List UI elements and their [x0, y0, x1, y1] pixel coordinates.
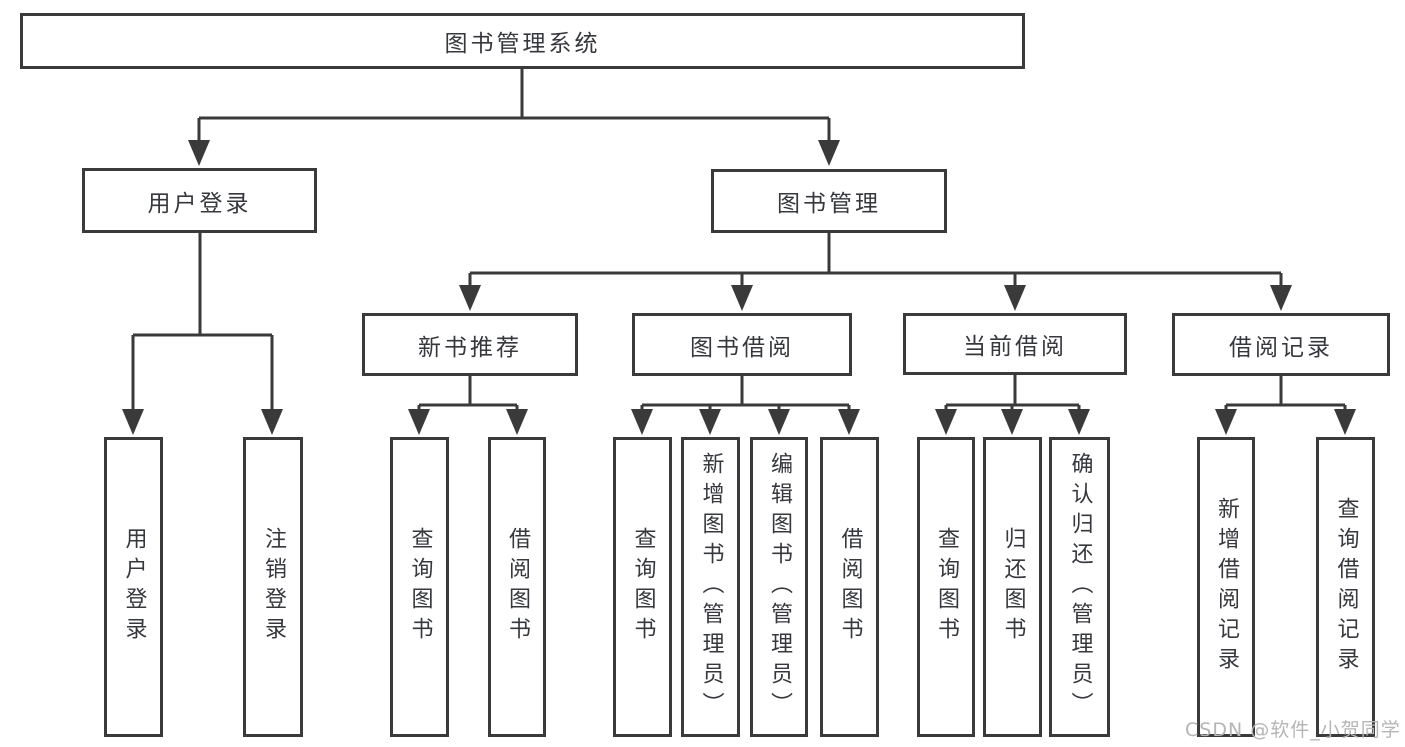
arrowhead-icon — [261, 409, 283, 435]
leaf-query-borrow-record: 查询借阅记录 — [1316, 437, 1375, 737]
arrowhead-icon — [818, 140, 840, 166]
leaf-borrow-books-2-label: 借阅图书 — [837, 527, 863, 647]
arrowhead-icon — [935, 409, 957, 435]
leaf-add-books-admin: 新增图书（管理员） — [681, 437, 740, 737]
node-book-borrowing-label: 图书借阅 — [690, 334, 794, 361]
node-new-book-recommend-label: 新书推荐 — [418, 334, 522, 361]
node-current-borrowing: 当前借阅 — [903, 313, 1127, 375]
leaf-edit-books-admin-label: 编辑图书（管理员） — [767, 452, 792, 722]
leaf-logout-label: 注销登录 — [261, 527, 286, 647]
arrowhead-icon — [699, 409, 721, 435]
arrowheads — [122, 140, 1356, 435]
node-root: 图书管理系统 — [20, 13, 1025, 69]
leaf-user-login-label: 用户登录 — [121, 527, 147, 647]
leaf-query-books-2-label: 查询图书 — [630, 527, 656, 647]
arrowhead-icon — [838, 409, 860, 435]
leaf-query-books-3-label: 查询图书 — [934, 527, 959, 647]
leaf-query-books-1: 查询图书 — [390, 437, 449, 737]
arrowhead-icon — [1004, 285, 1026, 311]
leaf-add-borrow-record: 新增借阅记录 — [1197, 437, 1255, 737]
leaf-add-books-admin-label: 新增图书（管理员） — [698, 452, 724, 722]
leaf-query-books-2: 查询图书 — [613, 437, 672, 737]
node-user-login: 用户登录 — [82, 168, 317, 233]
node-book-management: 图书管理 — [711, 169, 947, 233]
leaf-query-books-3: 查询图书 — [917, 437, 975, 737]
arrowhead-icon — [459, 285, 481, 311]
node-book-borrowing: 图书借阅 — [632, 313, 852, 376]
arrowhead-icon — [506, 409, 528, 435]
leaf-query-books-1-label: 查询图书 — [407, 527, 433, 647]
arrowhead-icon — [408, 409, 430, 435]
node-current-borrowing-label: 当前借阅 — [963, 334, 1067, 360]
arrowhead-icon — [122, 409, 144, 435]
node-borrow-records: 借阅记录 — [1172, 313, 1390, 376]
node-borrow-records-label: 借阅记录 — [1229, 334, 1333, 361]
node-root-label: 图书管理系统 — [444, 31, 601, 57]
leaf-edit-books-admin: 编辑图书（管理员） — [750, 437, 808, 737]
arrowhead-icon — [1215, 409, 1237, 435]
node-book-management-label: 图书管理 — [777, 191, 881, 217]
leaf-return-books-label: 归还图书 — [1000, 527, 1026, 647]
leaf-borrow-books-1-label: 借阅图书 — [505, 527, 530, 647]
arrowhead-icon — [731, 285, 753, 311]
node-new-book-recommend: 新书推荐 — [362, 313, 578, 376]
arrowhead-icon — [631, 409, 653, 435]
node-user-login-label: 用户登录 — [147, 190, 252, 217]
leaf-logout: 注销登录 — [243, 437, 303, 737]
arrowhead-icon — [1270, 285, 1292, 311]
leaf-borrow-books-2: 借阅图书 — [820, 437, 879, 737]
leaf-add-borrow-record-label: 新增借阅记录 — [1214, 497, 1239, 677]
arrowhead-icon — [1068, 409, 1090, 435]
csdn-watermark: CSDN @软件_小贺同学 — [1185, 719, 1401, 741]
leaf-query-borrow-record-label: 查询借阅记录 — [1333, 497, 1359, 677]
leaf-borrow-books-1: 借阅图书 — [488, 437, 546, 737]
arrowhead-icon — [1001, 409, 1023, 435]
leaf-confirm-return-admin: 确认归还（管理员） — [1049, 437, 1110, 737]
leaf-user-login: 用户登录 — [104, 437, 163, 737]
arrowhead-icon — [768, 409, 790, 435]
leaf-return-books: 归还图书 — [983, 437, 1042, 737]
arrowhead-icon — [1334, 409, 1356, 435]
leaf-confirm-return-admin-label: 确认归还（管理员） — [1067, 452, 1093, 722]
arrowhead-icon — [188, 140, 210, 166]
